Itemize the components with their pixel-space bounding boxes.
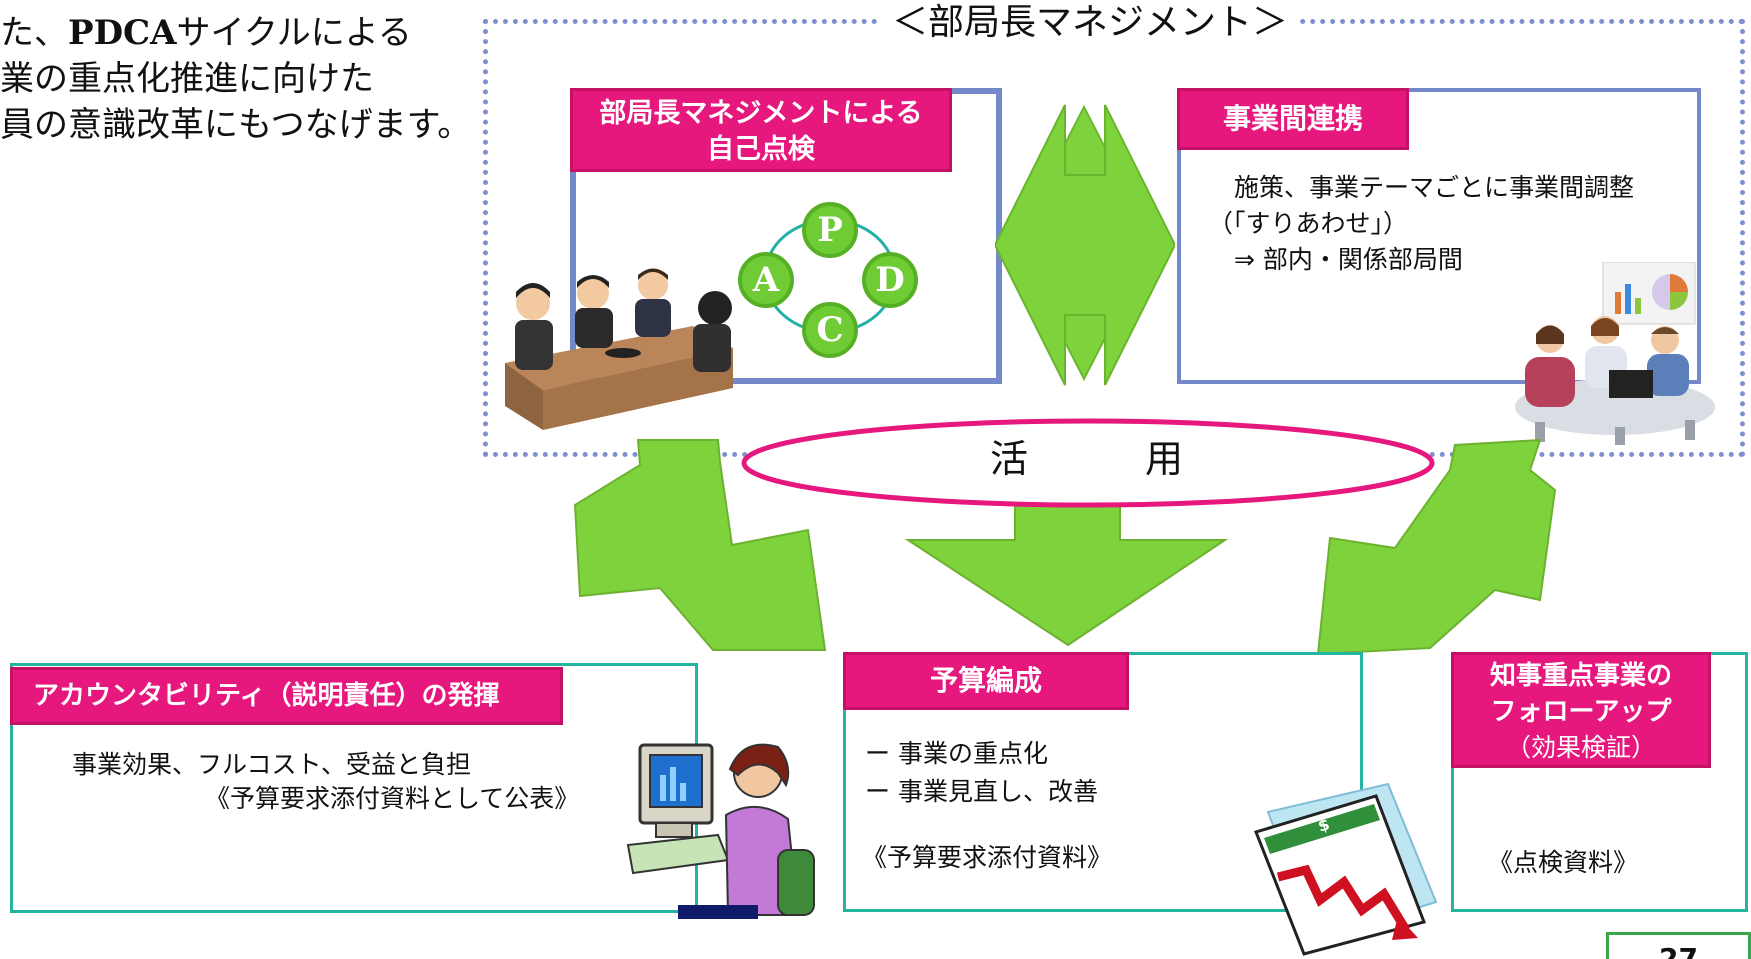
accountability-line2: 《予算要求添付資料として公表》 bbox=[205, 784, 580, 813]
pdca-d: D bbox=[862, 252, 918, 308]
intro-pdca: PDCA bbox=[68, 13, 177, 53]
pdca-p: P bbox=[802, 202, 858, 258]
collab-line3: ⇒ 部内・関係部局間 bbox=[1234, 245, 1463, 274]
woman-computer-illustration-icon bbox=[626, 743, 815, 919]
budget-label: 予算編成 bbox=[843, 652, 1129, 710]
collab-arrow-icon bbox=[995, 104, 1175, 386]
team-table-illustration-icon bbox=[1515, 262, 1715, 445]
accountability-label: アカウンタビリティ（説明責任）の発揮 bbox=[10, 667, 563, 725]
governor-label-line1: 知事重点事業の bbox=[1489, 661, 1672, 691]
intro-line1-suffix: サイクルによる bbox=[176, 13, 412, 53]
intro-line1-prefix: た、 bbox=[0, 13, 68, 53]
governor-label-line2: フォローアップ bbox=[1490, 697, 1672, 727]
right-down-arrow-icon bbox=[1316, 438, 1557, 656]
budget-item: ー 事業の重点化 bbox=[865, 739, 1048, 768]
collab-line2: （「すりあわせ」） bbox=[1208, 209, 1409, 238]
collaboration-label: 事業間連携 bbox=[1177, 88, 1409, 150]
collab-line1: 施策、事業テーマごとに事業間調整 bbox=[1234, 173, 1635, 202]
budget-item: ー 事業見直し、改善 bbox=[865, 777, 1098, 806]
intro-text: た、PDCAサイクルによる 業の重点化推進に向けた 員の意識改革にもつなげます。 bbox=[0, 10, 471, 148]
utilize-label-right: 用 bbox=[1145, 437, 1184, 481]
governor-doc: 《点検資料》 bbox=[1488, 848, 1639, 877]
utilize-ellipse bbox=[741, 418, 1435, 508]
self-check-label: 部局長マネジメントによる 自己点検 bbox=[570, 88, 952, 172]
utilize-label-left: 活 bbox=[990, 437, 1029, 481]
declining-chart-icon: $ bbox=[1254, 782, 1438, 956]
collaboration-text: 施策、事業テーマごとに事業間調整 （「すりあわせ」） ⇒ 部内・関係部局間 bbox=[1208, 170, 1634, 278]
budget-items: ー 事業の重点化 ー 事業見直し、改善 bbox=[865, 735, 1098, 811]
page-number: 27 bbox=[1606, 932, 1751, 959]
svg-text:$: $ bbox=[1316, 814, 1332, 835]
management-title: ＜部局長マネジメント＞ bbox=[880, 0, 1300, 46]
governor-label: 知事重点事業の フォローアップ （効果検証） bbox=[1451, 652, 1711, 768]
intro-line2: 業の重点化推進に向けた bbox=[0, 59, 374, 99]
left-down-arrow-icon bbox=[573, 439, 827, 651]
center-down-arrow-icon bbox=[904, 489, 1229, 647]
pdca-c: C bbox=[802, 302, 858, 358]
intro-line3: 員の意識改革にもつなげます。 bbox=[0, 105, 472, 145]
accountability-line1: 事業効果、フルコスト、受益と負担 bbox=[72, 750, 472, 779]
pdca-a: A bbox=[738, 252, 794, 308]
meeting-illustration-icon bbox=[505, 268, 733, 430]
budget-doc: 《予算要求添付資料》 bbox=[862, 843, 1113, 872]
governor-label-sub: （効果検証） bbox=[1505, 733, 1656, 762]
